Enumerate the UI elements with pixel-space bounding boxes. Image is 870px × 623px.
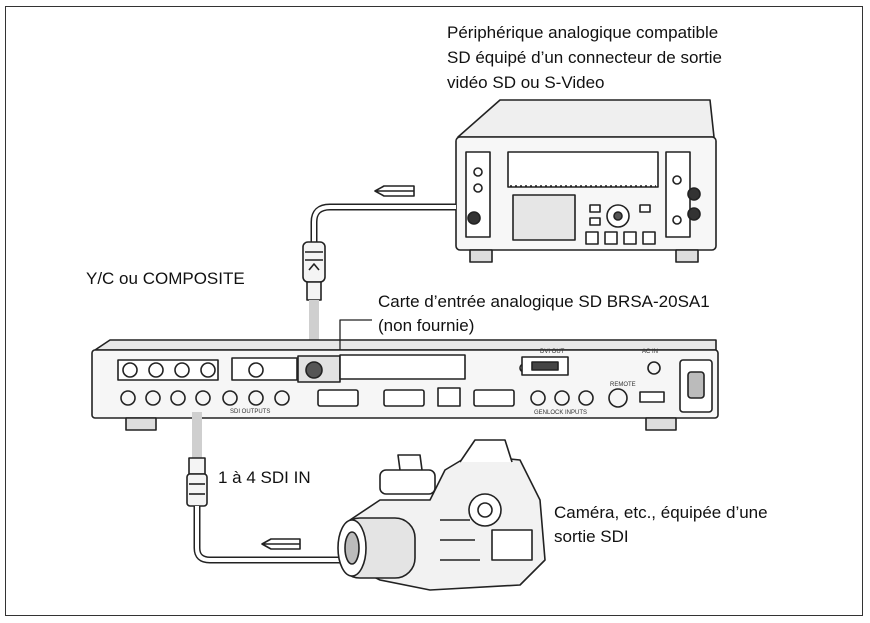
analog-vtr-device (456, 100, 716, 262)
remote-label: REMOTE (610, 382, 636, 388)
peripheral-label-line-1: Périphérique analogique compatible (447, 22, 718, 44)
camera-device (338, 440, 545, 590)
input-card-label-line-1: Carte d’entrée analogique SD BRSA-20SA1 (378, 291, 710, 313)
genlock-label: GENLOCK INPUTS (534, 410, 587, 416)
peripheral-label-line-2: SD équipé d’un connecteur de sortie (447, 47, 722, 69)
sdi-outputs-label: SDI OUTPUTS (230, 409, 270, 415)
sdi-in-label: 1 à 4 SDI IN (218, 467, 311, 489)
camera-label-line-1: Caméra, etc., équipée d’une (554, 502, 768, 524)
signal-direction-arrow-top (375, 186, 414, 196)
ac-in-label: AC IN (642, 349, 658, 355)
camera-label-line-2: sortie SDI (554, 526, 629, 548)
dvi-out-label: DVI OUT (540, 349, 565, 355)
yc-composite-label: Y/C ou COMPOSITE (86, 268, 245, 290)
peripheral-label-line-3: vidéo SD ou S-Video (447, 72, 605, 94)
input-card-label-line-2: (non fournie) (378, 315, 474, 337)
signal-direction-arrow-bottom (262, 539, 300, 549)
